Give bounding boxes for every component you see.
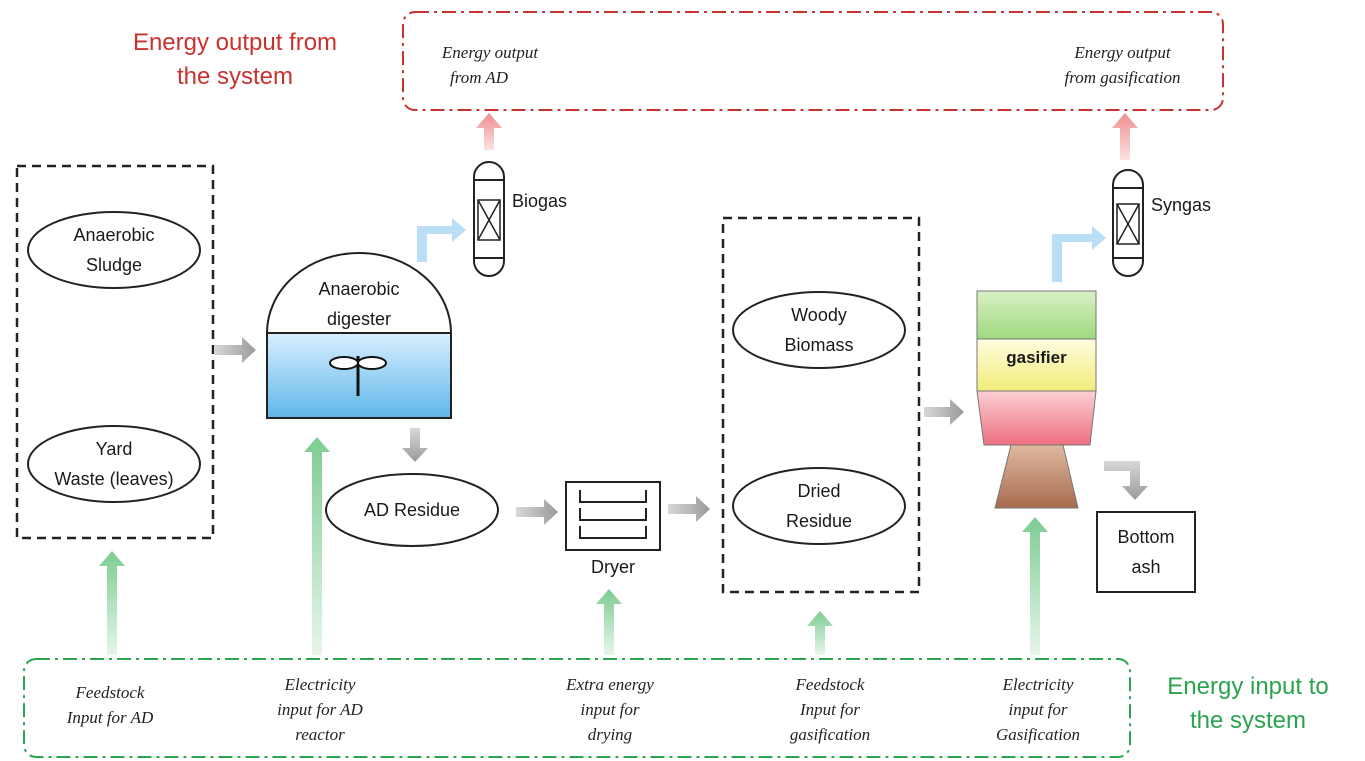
input-label-line: Input for AD	[66, 708, 154, 727]
gasifier-label: gasifier	[1006, 348, 1067, 367]
node-label-line: ash	[1131, 557, 1161, 577]
ad-residue-ellipse	[325, 473, 499, 547]
energy-output-title-line2: the system	[176, 63, 294, 90]
energy-output-ad-label: Energy output from AD	[410, 40, 570, 90]
input-label-line: Gasification	[995, 725, 1081, 744]
bottom-ash-label: Bottom ash	[1097, 522, 1195, 582]
gasifier	[976, 290, 1097, 509]
input-label-line: Feedstock	[75, 683, 145, 702]
arrow-input-electricity-gasification	[1022, 517, 1048, 655]
arrow-input-drying	[596, 589, 622, 655]
gas-arrows	[417, 218, 1106, 282]
node-label-line: Dried	[797, 481, 841, 501]
anaerobic-digester	[265, 252, 453, 419]
gasification-feedstock-box	[721, 216, 921, 594]
anaerobic-sludge-label: Anaerobic Sludge	[34, 220, 194, 280]
input-label-line: input for	[580, 700, 640, 719]
arrow-syngas-to-output	[1112, 113, 1138, 160]
arrow-digester-to-residue	[402, 428, 428, 462]
energy-output-gas-line2: from gasification	[1064, 68, 1181, 87]
woody-biomass-label: Woody Biomass	[739, 300, 899, 360]
syngas-label: Syngas	[1151, 195, 1212, 215]
node-label-line: Waste (leaves)	[54, 469, 174, 489]
input-feedstock-ad-label: Feedstock Input for AD	[30, 680, 190, 730]
energy-output-title: Energy output from the system	[100, 26, 370, 94]
node-label-line: Biomass	[784, 335, 854, 355]
digester-label: Anaerobic digester	[280, 274, 438, 334]
energy-output-gas-line1: Energy output	[1074, 43, 1171, 62]
arrow-biogas-to-output	[476, 113, 502, 150]
arrow-dryer-to-dried-residue	[668, 496, 710, 522]
node-label-line: Sludge	[85, 255, 143, 275]
bottom-ash-box	[1096, 511, 1196, 593]
yard-waste-ellipse	[27, 425, 201, 503]
node-label-line: Woody	[791, 305, 847, 325]
input-label-line: drying	[587, 725, 633, 744]
node-label-line: Yard	[95, 439, 133, 459]
input-electricity-gasification-label: Electricity input for Gasification	[958, 672, 1118, 747]
arrow-residue-to-dryer	[516, 499, 558, 525]
anaerobic-sludge-ellipse	[27, 211, 201, 289]
output-arrows	[476, 113, 1138, 160]
node-label-line: Anaerobic	[318, 279, 400, 299]
input-feedstock-gasification-label: Feedstock Input for gasification	[750, 672, 910, 747]
input-label-line: gasification	[789, 725, 871, 744]
input-label-line: Electricity	[1002, 675, 1074, 694]
energy-input-box	[23, 658, 1131, 758]
energy-output-title-line1: Energy output from	[132, 29, 338, 56]
ad-residue-label: AD Residue	[363, 500, 461, 520]
biogas-vessel	[473, 161, 505, 277]
arrow-input-electricity-ad	[304, 437, 330, 655]
arrow-gasifier-to-syngas	[1052, 226, 1106, 282]
dried-residue-ellipse	[732, 467, 906, 545]
arrow-input-feedstock-gasification	[807, 611, 833, 655]
energy-output-gasification-label: Energy output from gasification	[1030, 40, 1215, 90]
arrow-feedstock-to-digester	[214, 337, 256, 363]
dryer	[565, 481, 661, 551]
input-label-line: Input for	[800, 700, 860, 719]
input-label-line: input for AD	[277, 700, 363, 719]
dried-residue-label: Dried Residue	[739, 476, 899, 536]
energy-input-title: Energy input to the system	[1138, 670, 1358, 738]
input-drying-label: Extra energy input for drying	[530, 672, 690, 747]
energy-input-title-line1: Energy input to	[1167, 673, 1329, 700]
input-label-line: reactor	[295, 725, 345, 744]
input-arrows	[99, 437, 1048, 655]
energy-input-title-line2: the system	[1189, 707, 1307, 734]
node-label-line: Anaerobic	[73, 225, 155, 245]
arrow-biomass-to-gasifier	[924, 399, 964, 425]
energy-output-ad-line1: Energy output	[441, 43, 539, 62]
input-label-line: Feedstock	[795, 675, 865, 694]
energy-output-box	[402, 11, 1224, 111]
node-label-line: Residue	[785, 511, 853, 531]
arrow-digester-to-biogas	[417, 218, 466, 262]
syngas-vessel	[1112, 169, 1144, 277]
biogas-label: Biogas	[512, 191, 568, 211]
input-label-line: input for	[1008, 700, 1068, 719]
input-electricity-ad-label: Electricity input for AD reactor	[240, 672, 400, 747]
energy-output-ad-line2: from AD	[450, 68, 509, 87]
input-label-line: Electricity	[284, 675, 356, 694]
arrow-gasifier-to-bottom-ash	[1104, 461, 1148, 500]
arrow-input-feedstock-ad	[99, 551, 125, 655]
dryer-label: Dryer	[591, 557, 635, 577]
node-label-line: digester	[326, 309, 392, 329]
ad-feedstock-box	[15, 164, 215, 540]
yard-waste-label: Yard Waste (leaves)	[30, 434, 198, 494]
flow-arrows	[214, 337, 1148, 525]
woody-biomass-ellipse	[732, 291, 906, 369]
input-label-line: Extra energy	[566, 675, 654, 694]
node-label-line: Bottom	[1117, 527, 1175, 547]
